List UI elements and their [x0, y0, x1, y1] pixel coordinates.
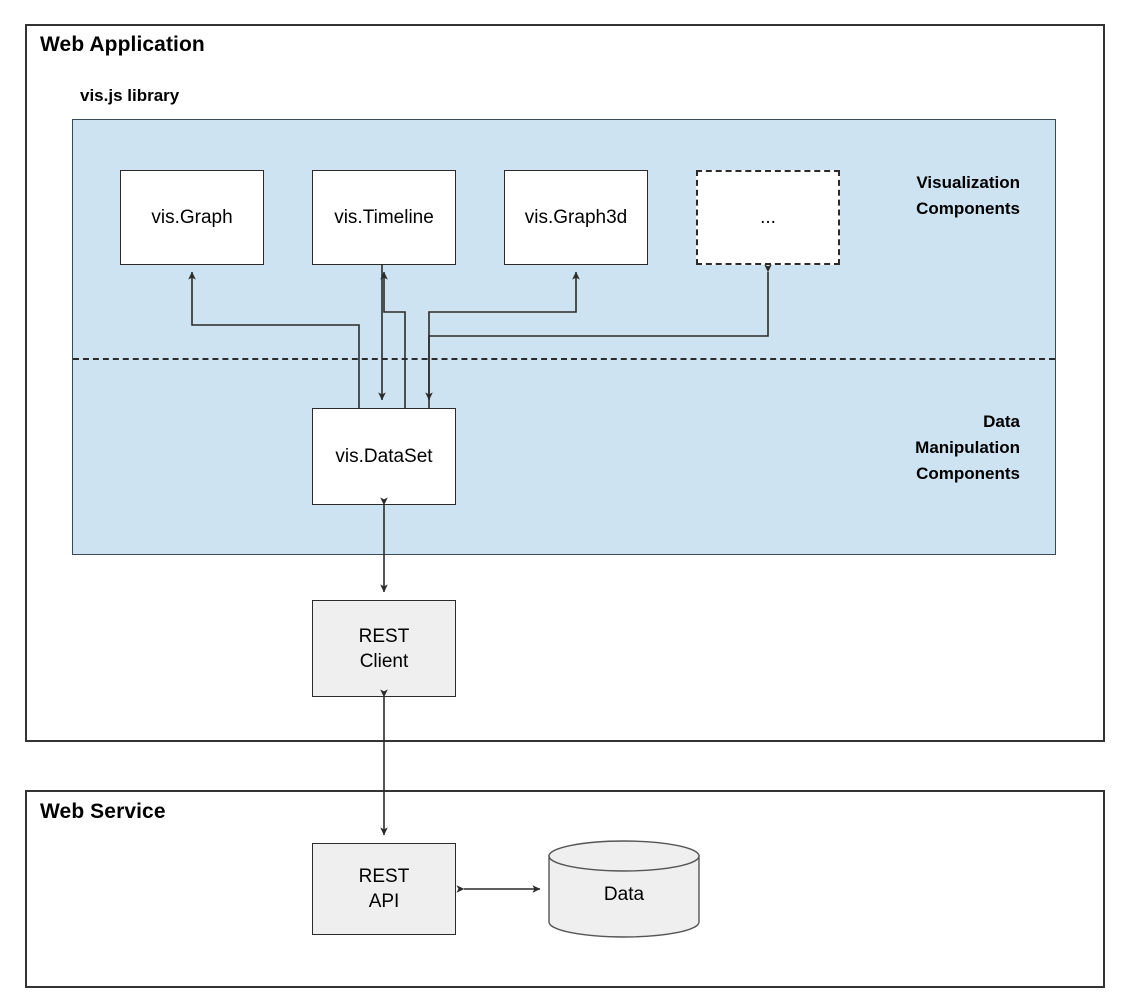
node-vis-graph3d-label: vis.Graph3d [524, 207, 628, 228]
visualization-components-label: Visualization Components [756, 170, 1020, 222]
node-rest-client-label-line1: REST [358, 625, 410, 647]
node-vis-graph[interactable]: vis.Graph [120, 170, 264, 265]
node-vis-timeline[interactable]: vis.Timeline [312, 170, 456, 265]
node-vis-dataset-label: vis.DataSet [335, 446, 433, 467]
node-rest-api-label-line2: API [368, 891, 400, 912]
visualization-components-label-line2: Components [916, 199, 1020, 218]
layer-divider [73, 358, 1055, 360]
node-more-components[interactable]: ... [696, 170, 840, 265]
data-manipulation-label-line1: Data [983, 412, 1020, 431]
node-vis-graph-label: vis.Graph [151, 207, 233, 228]
node-rest-client-label-line2: Client [359, 650, 409, 672]
node-rest-api[interactable]: REST API [312, 843, 456, 935]
vis-js-library-title: vis.js library [80, 86, 180, 105]
node-vis-dataset[interactable]: vis.DataSet [312, 408, 456, 505]
node-data-store[interactable]: Data [548, 840, 700, 938]
node-more-components-label: ... [760, 207, 776, 228]
visualization-components-label-line1: Visualization [916, 173, 1020, 192]
node-data-store-label: Data [603, 884, 645, 905]
cylinder-icon [548, 840, 700, 938]
data-manipulation-label-line2: Manipulation [915, 438, 1020, 457]
web-service-title: Web Service [40, 800, 166, 823]
data-manipulation-label-line3: Components [916, 464, 1020, 483]
data-manipulation-components-label: Data Manipulation Components [756, 409, 1020, 487]
node-rest-api-label-line1: REST [358, 866, 410, 887]
web-application-title: Web Application [40, 33, 205, 56]
node-rest-client[interactable]: REST Client [312, 600, 456, 697]
node-vis-timeline-label: vis.Timeline [334, 207, 434, 228]
node-vis-graph3d[interactable]: vis.Graph3d [504, 170, 648, 265]
